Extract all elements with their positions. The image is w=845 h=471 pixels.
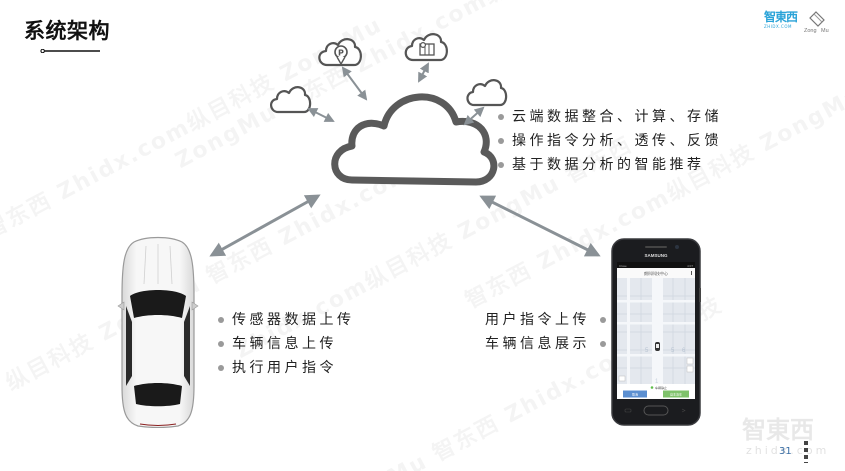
svg-text:1: 1: [655, 379, 659, 385]
zhidx-watermark-logo: 智東西: [742, 416, 814, 444]
page-number: 31: [779, 446, 792, 457]
brand-logos: 智東西 ZHIDX.COM Zong Mu: [764, 8, 836, 36]
svg-text:Mu: Mu: [821, 28, 829, 34]
list-item: 车辆信息展示: [460, 332, 606, 356]
svg-text:6: 6: [682, 348, 686, 354]
bidirectional-arrow: [418, 62, 429, 83]
main-cloud-icon: [331, 93, 498, 186]
svg-text:5: 5: [645, 348, 649, 354]
cloud-car-arrow: [209, 194, 321, 257]
zongmu-logo-icon: Zong Mu: [804, 11, 829, 34]
svg-text:自主泊车: 自主泊车: [670, 392, 682, 397]
phone-brand-text: SAMSUNG: [644, 253, 668, 258]
svg-text:车辆静止: 车辆静止: [655, 385, 667, 390]
smartphone-image: SAMSUNG Close 4:07 朗科科技中心 5 5 6 1: [611, 238, 701, 426]
parking-cloud-icon: P: [318, 38, 362, 67]
phone-feature-list: 用户指令上传 车辆信息展示: [460, 308, 606, 356]
bidirectional-arrow: [463, 106, 485, 126]
page-marker: [804, 441, 808, 463]
car-feature-list: 传感器数据上传 车辆信息上传 执行用户指令: [218, 308, 355, 380]
svg-text:朗科科技中心: 朗科科技中心: [644, 270, 668, 276]
list-item: 用户指令上传: [460, 308, 606, 332]
list-item: 云端数据整合、计算、存储: [498, 105, 722, 129]
page-title: 系统架构: [24, 19, 110, 43]
svg-text:取消: 取消: [632, 392, 638, 397]
svg-text:Close: Close: [619, 264, 627, 268]
list-item: 传感器数据上传: [218, 308, 355, 332]
small-cloud-icon: [270, 86, 312, 114]
svg-text:Zong: Zong: [804, 28, 817, 34]
bidirectional-arrow: [341, 66, 368, 101]
zhidx-logo-sub: ZHIDX.COM: [764, 24, 792, 29]
zhidx-logo: 智東西: [764, 10, 798, 24]
list-item: 执行用户指令: [218, 356, 355, 380]
list-item: 车辆信息上传: [218, 332, 355, 356]
svg-text:P: P: [338, 49, 344, 58]
cloud-phone-arrow: [479, 195, 601, 257]
cloud-feature-list: 云端数据整合、计算、存储 操作指令分析、透传、反馈 基于数据分析的智能推荐: [498, 105, 722, 177]
svg-text:5: 5: [671, 348, 675, 354]
map-cloud-icon: [404, 33, 448, 62]
small-cloud-icon: [466, 79, 508, 107]
title-underline: [40, 49, 100, 53]
bidirectional-arrow: [307, 108, 335, 122]
list-item: 基于数据分析的智能推荐: [498, 153, 722, 177]
svg-text:4:07: 4:07: [687, 264, 693, 268]
list-item: 操作指令分析、透传、反馈: [498, 129, 722, 153]
car-top-view-image: [117, 236, 199, 428]
